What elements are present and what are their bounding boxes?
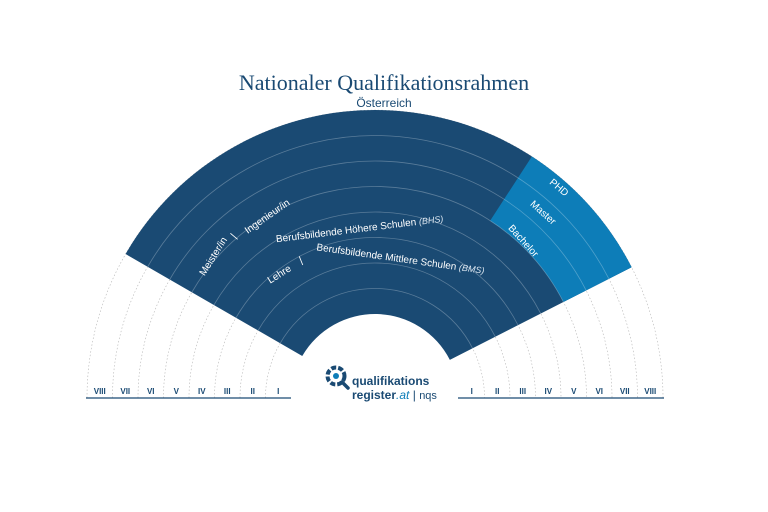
- qualifikationsregister-logo: qualifikations register.at | nqs: [325, 365, 437, 402]
- label-separator-1: |: [229, 232, 239, 241]
- sector-ring-line: [257, 262, 496, 337]
- sector-ring-line: [213, 211, 542, 314]
- guide-ring: [239, 262, 511, 399]
- label-separator-2: |: [298, 255, 305, 266]
- guide-ring: [163, 186, 587, 399]
- logo-line1: qualifikations: [352, 374, 430, 388]
- page-title: Nationaler Qualifikationsrahmen: [238, 70, 530, 95]
- sector-ring-lines: [147, 135, 610, 349]
- level-label-left: VI: [147, 387, 155, 396]
- logo-line2: register.at | nqs: [352, 388, 437, 402]
- level-label-right: VIII: [644, 387, 656, 396]
- level-label-right: II: [495, 387, 499, 396]
- page-subtitle: Österreich: [356, 96, 412, 110]
- sector-ring-line: [169, 160, 587, 291]
- level-label-left: V: [174, 387, 180, 396]
- level-label-left: VII: [120, 387, 130, 396]
- logo-magnifier-icon: [325, 365, 350, 390]
- level-label-right: VI: [595, 387, 603, 396]
- level-label-left: I: [277, 387, 279, 396]
- level-label-left: IV: [198, 387, 206, 396]
- sector-ring-line: [235, 237, 519, 326]
- guide-ring: [214, 237, 536, 399]
- level-label-left: VIII: [94, 387, 106, 396]
- level-label-left: II: [251, 387, 255, 396]
- vocational-sector: [125, 109, 632, 360]
- sector-ring-line: [147, 135, 610, 280]
- level-label-right: III: [519, 387, 526, 396]
- level-label-right: V: [571, 387, 577, 396]
- level-label-right: I: [471, 387, 473, 396]
- sector-ring-line: [279, 288, 473, 349]
- sector-ring-line: [191, 186, 564, 303]
- level-label-left: III: [224, 387, 231, 396]
- level-label-right: IV: [544, 387, 552, 396]
- academic-sector: [490, 156, 632, 302]
- level-label-right: VII: [620, 387, 630, 396]
